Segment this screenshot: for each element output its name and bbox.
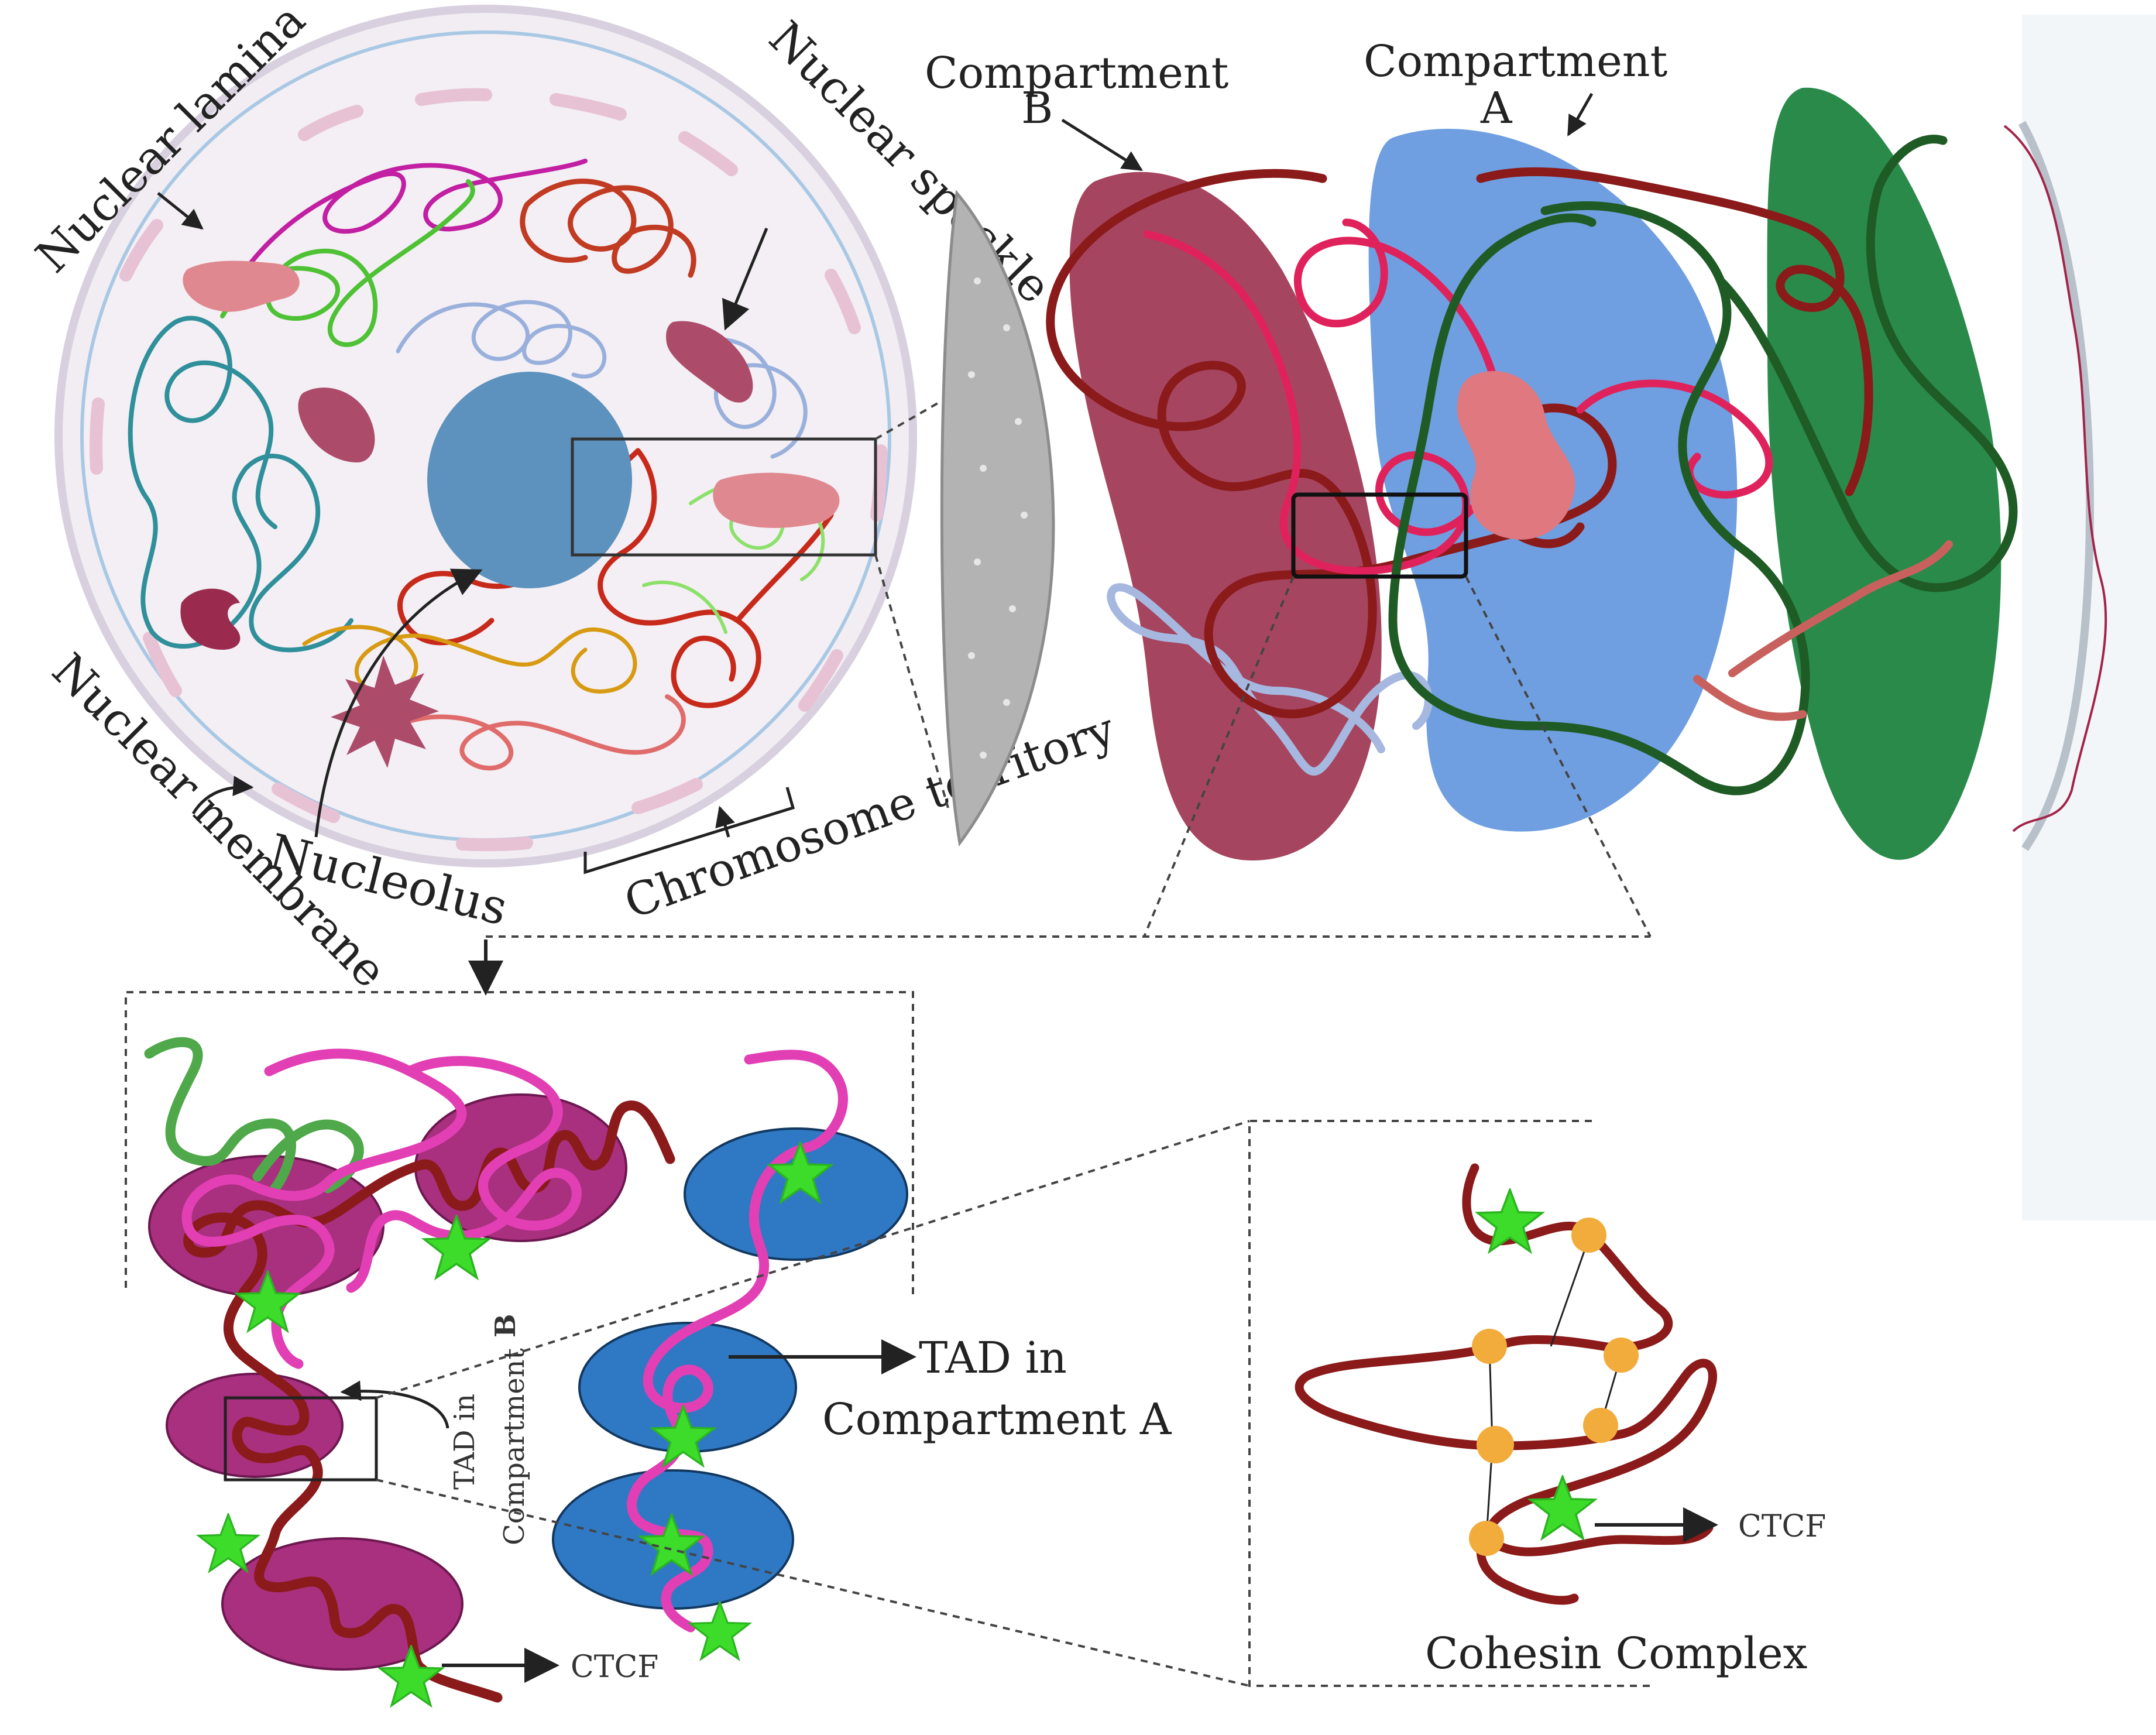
nucleolus-pointer <box>314 568 483 838</box>
green-region <box>1767 87 2001 860</box>
tad-b-ellipse-4 <box>221 1537 464 1671</box>
chromosome-territory-pointer <box>715 805 735 838</box>
tad-in-a-line1: TAD in <box>919 1333 1067 1383</box>
chromatin-lightblue <box>396 300 808 459</box>
chromatin-salmon-short <box>1693 540 1953 721</box>
tad-in-b-line1: TAD in <box>448 1394 481 1490</box>
compartment-zoom-box <box>1291 492 1468 579</box>
cohesin-ring <box>1477 1426 1514 1463</box>
cohesin-panel-frame <box>1248 1120 1650 1687</box>
chromatin-teal <box>128 316 353 653</box>
right-edge-thread <box>2003 125 2107 832</box>
cohesin-ring <box>1472 1329 1507 1364</box>
cohesin-rings <box>1469 1218 1639 1556</box>
tad-in-a-line2: Compartment A <box>822 1394 1172 1445</box>
nuclear-speckle-4 <box>713 472 840 528</box>
nuclear-membrane-pointer <box>191 776 254 815</box>
chromatin-threads <box>128 159 834 771</box>
tad-in-b-line3: B <box>489 1314 522 1338</box>
tad-zoom-box <box>224 1396 378 1482</box>
nuclear-body-spiky <box>331 656 439 768</box>
tad-a-ellipse-1 <box>684 1127 908 1261</box>
ctcf-star-icon <box>689 1601 751 1660</box>
compartment-speckle <box>1457 371 1575 540</box>
chromatin-darkred <box>1046 167 1873 719</box>
compartment-a-letter: A <box>1480 83 1513 133</box>
cohesin-ring <box>1604 1338 1639 1373</box>
nuclear-lamina-pointer <box>157 192 204 230</box>
cohesin-ring <box>1583 1408 1618 1443</box>
cohesin-ring <box>1571 1218 1606 1253</box>
cohesin-panel: CTCF Cohesin Complex <box>1248 1120 1826 1687</box>
nucleus-zoom-box <box>571 437 877 557</box>
tad-panel: TAD in Compartment A TAD in Compartment … <box>125 991 1172 1707</box>
compartment-a-word: Compartment <box>1364 36 1668 87</box>
compartment-chromatin <box>1046 135 2018 796</box>
cohesin-ctcf-label: CTCF <box>1738 1509 1826 1544</box>
compartment-labels: Compartment B Compartment A <box>925 36 1668 172</box>
tad-in-b-arrow <box>340 1380 449 1429</box>
chromatin-orange <box>302 625 637 696</box>
cohesin-title: Cohesin Complex <box>1425 1628 1807 1679</box>
chromatin-red-top <box>520 179 696 278</box>
zoom-connectors <box>486 576 1652 938</box>
chromatin-green <box>220 179 475 347</box>
nucleus <box>54 5 917 868</box>
nuclear-speckle-3 <box>298 388 375 462</box>
chromatin-darkgreen <box>1388 135 2018 796</box>
chromatin-magenta-top <box>243 159 588 272</box>
compartments-view <box>1046 87 2107 860</box>
compartment-a-pointer <box>1567 92 1594 137</box>
cohesin-ring <box>1469 1521 1504 1556</box>
cohesin-connectors <box>376 1120 1250 1687</box>
chromosome-territory-bracket <box>583 787 795 875</box>
compartment-b-pointer <box>1061 118 1143 172</box>
nuclear-speckle-2 <box>666 321 753 403</box>
compartment-b-letter: B <box>1021 83 1053 133</box>
nuclear-speckle-1 <box>183 260 300 312</box>
nucleus-cut-surface <box>940 190 1055 847</box>
nuclear-body-cup <box>180 588 241 650</box>
right-edge-membrane <box>2018 121 2094 851</box>
tad-ctcf-label: CTCF <box>571 1650 658 1685</box>
nuclear-lamina-dashes <box>90 88 887 852</box>
tad-chromatin <box>144 1037 848 1703</box>
compartment-b-region <box>1069 172 1382 860</box>
tad-panel-frame <box>125 991 914 1297</box>
nucleolus-shape <box>427 372 632 588</box>
compartment-b-word: Compartment <box>925 48 1229 98</box>
tad-in-b-line2: Compartment <box>498 1348 531 1545</box>
nuclear-speckle-pointer <box>722 228 768 331</box>
chromatin-salmon <box>384 694 686 771</box>
